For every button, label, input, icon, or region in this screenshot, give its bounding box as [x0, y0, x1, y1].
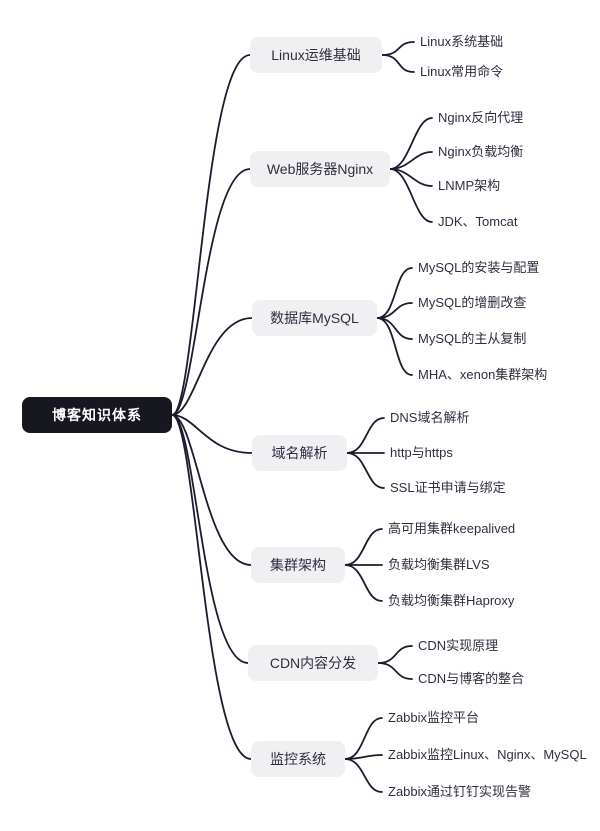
connector-line [346, 452, 385, 489]
connector-line [381, 41, 415, 56]
leaf-node[interactable]: SSL证书申请与绑定 [390, 480, 506, 495]
leaf-node[interactable]: CDN与博客的整合 [418, 671, 525, 686]
leaf-node[interactable]: CDN实现原理 [418, 638, 499, 653]
connector-line [389, 168, 433, 223]
connector-line [171, 414, 253, 454]
connector-line [376, 317, 413, 376]
connector-line [389, 117, 433, 170]
connector-line [171, 317, 253, 416]
branch-node-mysql[interactable]: 数据库MySQL [252, 300, 377, 336]
connector-line [344, 528, 383, 566]
leaf-node[interactable]: Zabbix监控Linux、Nginx、MySQL [388, 747, 587, 762]
leaf-node[interactable]: MySQL的增删改查 [418, 295, 527, 310]
leaf-node[interactable]: MySQL的主从复制 [418, 331, 527, 346]
connector-line [344, 717, 383, 760]
leaf-node[interactable]: Zabbix通过钉钉实现告警 [388, 784, 532, 799]
leaf-node[interactable]: MySQL的安装与配置 [418, 260, 540, 275]
connector-line [344, 564, 383, 602]
connector-line [171, 414, 249, 664]
leaf-node[interactable]: 负载均衡集群LVS [388, 557, 490, 572]
leaf-node[interactable]: http与https [390, 445, 453, 460]
leaf-node[interactable]: 高可用集群keepalived [388, 521, 516, 536]
leaf-node[interactable]: DNS域名解析 [390, 410, 470, 425]
connector-line [377, 645, 413, 664]
connector-line [171, 54, 251, 416]
connector-line [171, 414, 252, 566]
leaf-node[interactable]: Nginx负载均衡 [438, 144, 524, 159]
connector-line [171, 168, 251, 416]
connector-line [344, 758, 383, 793]
leaf-node[interactable]: MHA、xenon集群架构 [418, 367, 548, 382]
branch-node-nginx[interactable]: Web服务器Nginx [250, 151, 390, 187]
leaf-node[interactable]: Linux常用命令 [420, 64, 504, 79]
branch-node-monitor[interactable]: 监控系统 [251, 741, 345, 777]
leaf-node[interactable]: Zabbix监控平台 [388, 710, 480, 725]
connector-line [376, 267, 413, 319]
connector-line [381, 54, 415, 73]
leaf-node[interactable]: Linux系统基础 [420, 34, 504, 49]
leaf-node[interactable]: JDK、Tomcat [438, 214, 518, 229]
branch-node-linux[interactable]: Linux运维基础 [250, 37, 382, 73]
root-node[interactable]: 博客知识体系 [22, 397, 172, 433]
branch-node-cluster[interactable]: 集群架构 [251, 547, 345, 583]
branch-node-cdn[interactable]: CDN内容分发 [248, 645, 378, 681]
leaf-node[interactable]: Nginx反向代理 [438, 110, 524, 125]
leaf-node[interactable]: 负载均衡集群Haproxy [388, 593, 515, 608]
branch-node-dns[interactable]: 域名解析 [252, 435, 347, 471]
connector-line [376, 317, 413, 340]
connector-line [171, 414, 252, 760]
connector-line [377, 662, 413, 680]
leaf-node[interactable]: LNMP架构 [438, 178, 501, 193]
connector-line [346, 417, 385, 454]
